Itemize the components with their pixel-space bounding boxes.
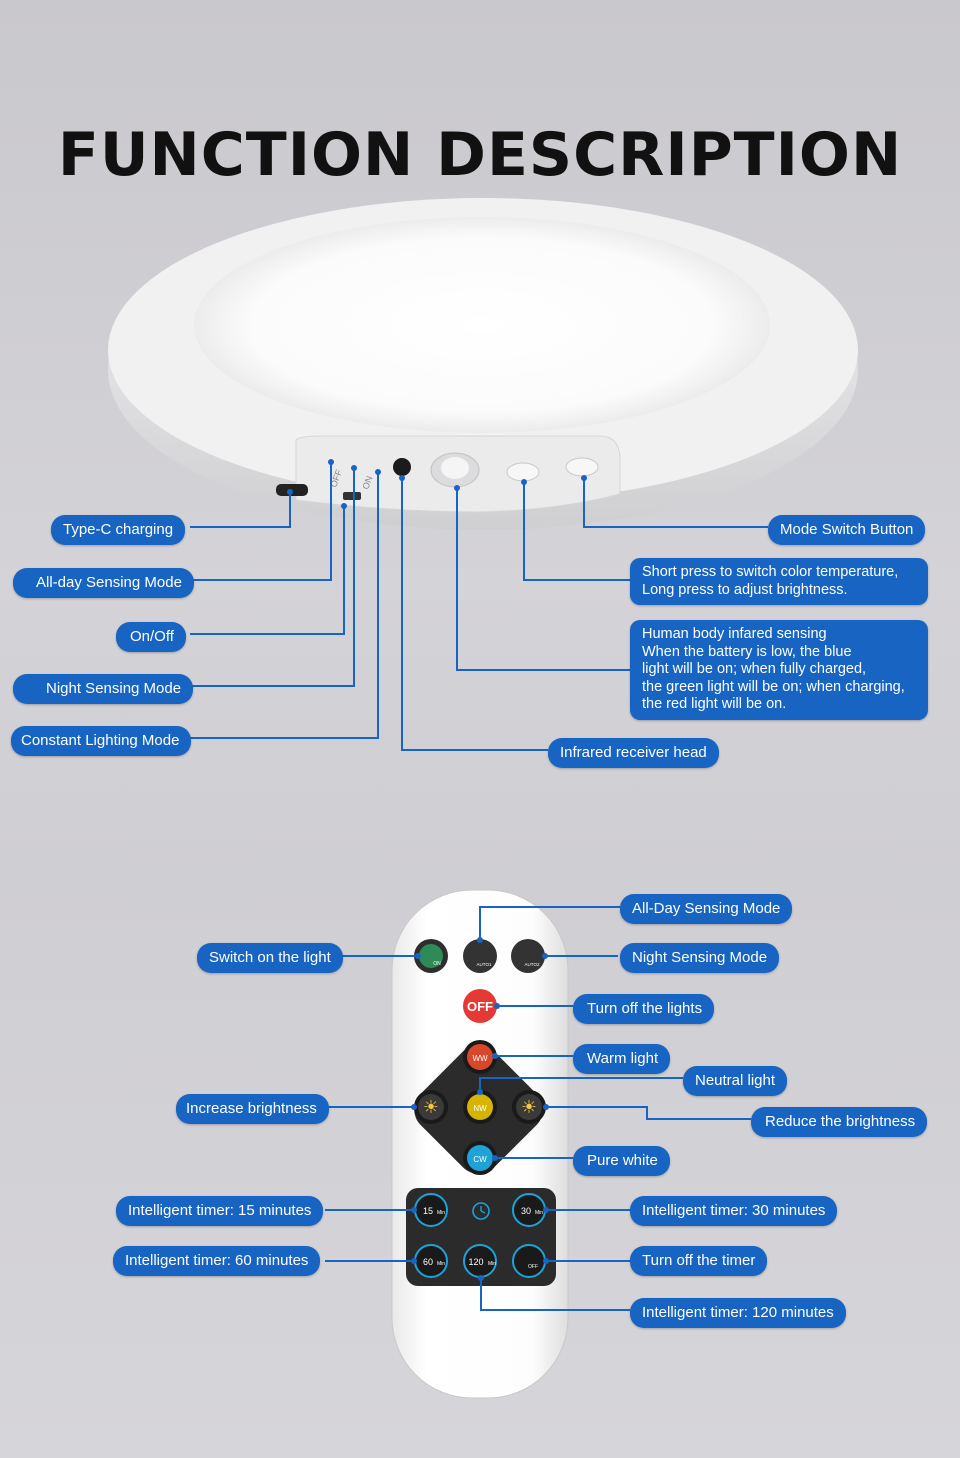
svg-text:Min: Min [437, 1261, 445, 1267]
label-remote-increase: Increase brightness [176, 1094, 329, 1124]
label-remote-t15: Intelligent timer: 15 minutes [116, 1196, 324, 1226]
remote-off-button [463, 989, 497, 1023]
label-remote-night: Night Sensing Mode [620, 943, 780, 973]
switch-on-text: ON [360, 475, 374, 491]
alarm-clock-icon [472, 1202, 490, 1220]
remote-cw-button [467, 1145, 493, 1171]
svg-text:15: 15 [423, 1206, 433, 1216]
label-remote-all-day: All-Day Sensing Mode [620, 894, 793, 924]
remote-auto2-button [511, 939, 545, 973]
label-constant: Constant Lighting Mode [11, 726, 192, 756]
ir-receiver [393, 458, 411, 476]
label-remote-turn-off: Turn off the lights [573, 994, 715, 1024]
label-mode-switch: Mode Switch Button [768, 515, 926, 545]
svg-text:120: 120 [468, 1257, 483, 1267]
slide-switch [343, 492, 361, 500]
svg-text:OFF: OFF [467, 999, 493, 1014]
label-short-press: Short press to switch color temperature,… [630, 558, 928, 605]
label-all-day: All-day Sensing Mode [13, 568, 194, 598]
svg-text:Min: Min [488, 1261, 496, 1267]
svg-text:CW: CW [473, 1155, 487, 1164]
label-remote-pure-white: Pure white [573, 1146, 670, 1176]
svg-text:OFF: OFF [528, 1264, 538, 1270]
label-remote-t30: Intelligent timer: 30 minutes [630, 1196, 838, 1226]
label-remote-timer-off: Turn off the timer [630, 1246, 768, 1276]
label-remote-neutral: Neutral light [683, 1066, 788, 1096]
svg-text:☀: ☀ [423, 1097, 439, 1117]
label-remote-t120: Intelligent timer: 120 minutes [630, 1298, 846, 1328]
label-ir-receiver: Infrared receiver head [548, 738, 719, 768]
svg-text:ON: ON [433, 961, 441, 967]
svg-text:Min: Min [437, 1210, 445, 1216]
svg-text:AUTO2: AUTO2 [525, 962, 540, 967]
label-infrared-sensing: Human body infared sensing When the batt… [630, 620, 928, 720]
pir-sensor [441, 457, 469, 479]
svg-text:WW: WW [472, 1054, 488, 1063]
label-remote-reduce: Reduce the brightness [751, 1107, 928, 1137]
page-title: FUNCTION DESCRIPTION [57, 120, 903, 190]
label-night: Night Sensing Mode [13, 674, 194, 704]
light-panel [194, 217, 770, 433]
svg-text:AUTO1: AUTO1 [477, 962, 492, 967]
label-remote-switch-on: Switch on the light [197, 943, 343, 973]
remote-nw-button [467, 1094, 493, 1120]
svg-text:30: 30 [521, 1206, 531, 1216]
remote-reduce-button [516, 1094, 542, 1120]
label-type-c: Type-C charging [51, 515, 186, 545]
label-remote-warm: Warm light [573, 1044, 671, 1074]
remote-auto1-button [463, 939, 497, 973]
remote-ww-button [467, 1044, 493, 1070]
svg-text:60: 60 [423, 1257, 433, 1267]
svg-text:Min: Min [535, 1210, 543, 1216]
label-on-off: On/Off [116, 622, 186, 652]
label-remote-t60: Intelligent timer: 60 minutes [113, 1246, 321, 1276]
svg-text:NW: NW [473, 1104, 487, 1113]
remote-increase-button [418, 1094, 444, 1120]
svg-text:☀: ☀ [521, 1097, 537, 1117]
